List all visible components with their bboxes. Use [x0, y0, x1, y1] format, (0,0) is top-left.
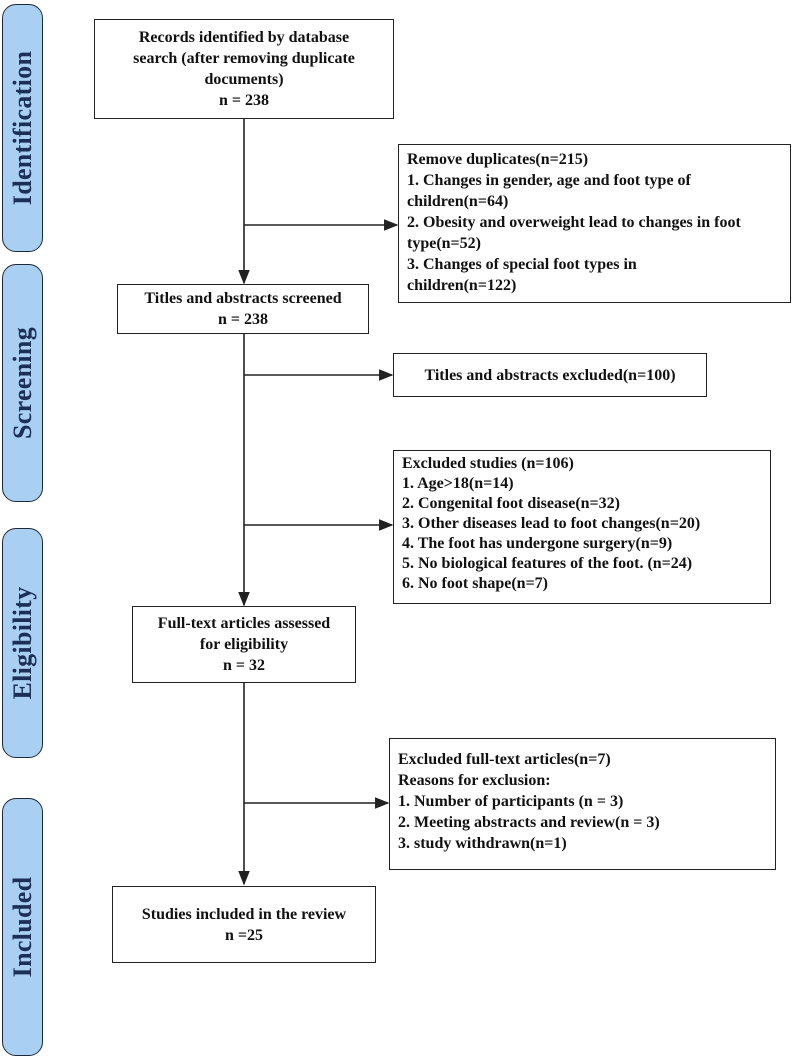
- box-text: 2. Meeting abstracts and review(n = 3): [398, 814, 660, 831]
- remove-duplicates-box: Remove duplicates(n=215) 1. Changes in g…: [398, 144, 791, 303]
- box-text: Reasons for exclusion:: [398, 772, 551, 789]
- box-text: for eligibility: [199, 636, 289, 653]
- titles-excluded-box: Titles and abstracts excluded(n=100): [393, 353, 707, 397]
- box-text: children(n=64): [407, 193, 509, 210]
- stage-eligibility: Eligibility: [2, 528, 43, 758]
- box-text: Studies included in the review: [141, 905, 347, 923]
- box-text: n = 32: [222, 657, 265, 674]
- box-text: 6. No foot shape(n=7): [402, 575, 549, 592]
- stage-screening: Screening: [2, 264, 43, 502]
- box-text: Excluded studies (n=106): [402, 455, 574, 472]
- studies-included-box: Studies included in the review n =25: [112, 886, 376, 963]
- box-text: 3. study withdrawn(n=1): [398, 835, 567, 852]
- stage-identification: Identification: [2, 4, 43, 252]
- box-text: 2. Congenital foot disease(n=32): [402, 495, 620, 512]
- box-text: n = 238: [218, 92, 269, 109]
- box-text: n = 238: [217, 311, 268, 328]
- box-text: 1. Number of participants (n = 3): [398, 793, 624, 810]
- box-text: 3. Changes of special foot types in: [407, 256, 637, 273]
- box-text: Excluded full-text articles(n=7): [398, 751, 611, 768]
- box-text: 1. Changes in gender, age and foot type …: [407, 172, 691, 189]
- box-text: n =25: [224, 926, 263, 944]
- box-text: Records identified by database: [138, 29, 350, 46]
- stage-included: Included: [2, 798, 43, 1056]
- box-text: 1. Age>18(n=14): [402, 475, 514, 492]
- box-text: children(n=122): [407, 277, 517, 294]
- box-text: 3. Other diseases lead to foot changes(n…: [402, 515, 701, 532]
- box-text: type(n=52): [407, 235, 481, 252]
- box-text: Titles and abstracts excluded(n=100): [424, 366, 676, 384]
- excluded-fulltext-box: Excluded full-text articles(n=7) Reasons…: [389, 738, 776, 870]
- box-text: 5. No biological features of the foot. (…: [402, 555, 693, 572]
- box-text: Remove duplicates(n=215): [407, 151, 589, 168]
- titles-screened-box: Titles and abstracts screened n = 238: [117, 284, 369, 334]
- box-text: Full-text articles assessed: [157, 615, 331, 632]
- box-text: Titles and abstracts screened: [144, 290, 342, 307]
- records-identified-box: Records identified by database search (a…: [94, 19, 394, 119]
- excluded-studies-box: Excluded studies (n=106) 1. Age>18(n=14)…: [393, 450, 771, 604]
- box-text: documents): [204, 71, 284, 88]
- box-text: 2. Obesity and overweight lead to change…: [407, 214, 741, 231]
- box-text: search (after removing duplicate: [133, 50, 355, 67]
- box-text: 4. The foot has undergone surgery(n=9): [402, 535, 673, 552]
- fulltext-assessed-box: Full-text articles assessed for eligibil…: [132, 606, 356, 683]
